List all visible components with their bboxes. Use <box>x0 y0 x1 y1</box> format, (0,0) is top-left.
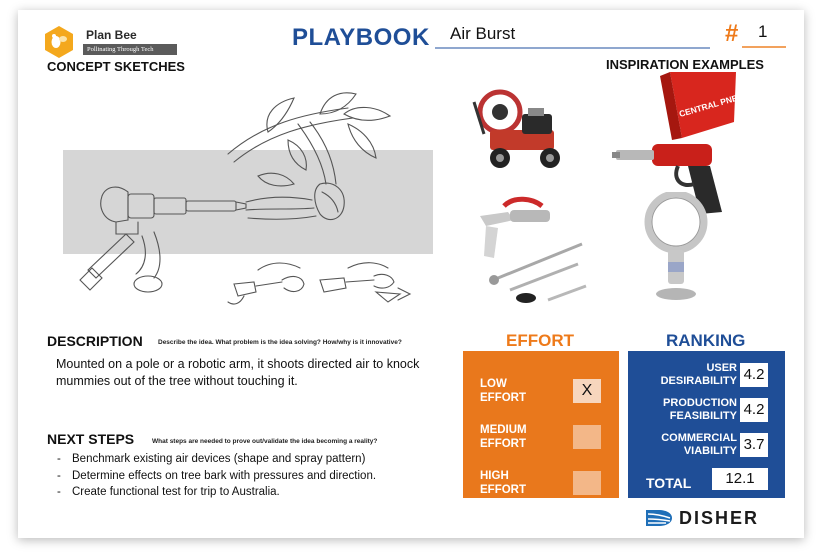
ranking-title: RANKING <box>666 331 746 350</box>
effort-low-label: LOW EFFORT <box>480 377 526 405</box>
description-heading: DESCRIPTION <box>47 333 143 349</box>
idea-name: Air Burst <box>450 24 516 43</box>
rank-production-label: PRODUCTION FEASIBILITY <box>663 397 737 423</box>
rank-production-value[interactable]: 4.2 <box>740 398 768 422</box>
effort-high-checkbox[interactable] <box>573 471 601 495</box>
rank-production-line2: FEASIBILITY <box>669 410 737 422</box>
effort-medium-checkbox[interactable] <box>573 425 601 449</box>
concept-sketch <box>63 92 433 305</box>
idea-number: 1 <box>758 22 768 41</box>
bee-hexagon-icon <box>45 26 73 58</box>
rank-user-line1: USER <box>706 362 737 374</box>
blow-gun-nozzles-image <box>480 196 587 303</box>
plan-bee-logo: Plan Bee Pollinating Through Tech <box>42 23 182 63</box>
effort-high-line2: EFFORT <box>480 484 526 496</box>
sandblast-gun-image: CENTRAL PNEUMATIC <box>612 72 742 214</box>
rank-commercial-line2: VIABILITY <box>683 445 737 457</box>
rank-user-line2: DESIRABILITY <box>660 375 737 387</box>
inspiration-examples-title: INSPIRATION EXAMPLES <box>606 57 764 72</box>
rank-commercial-line1: COMMERCIAL <box>661 432 737 444</box>
playbook-title: PLAYBOOK <box>292 24 430 51</box>
next-step-item: Create functional test for trip to Austr… <box>56 484 456 501</box>
logo-tagline: Pollinating Through Tech <box>83 44 177 55</box>
idea-number-underline <box>742 46 786 48</box>
description-body: Mounted on a pole or a robotic arm, it s… <box>56 357 420 388</box>
bladeless-fan-image <box>644 192 708 300</box>
next-step-item: Benchmark existing air devices (shape an… <box>56 451 456 468</box>
effort-panel: LOW EFFORT X MEDIUM EFFORT HIGH EFFORT <box>463 351 619 498</box>
effort-medium-label: MEDIUM EFFORT <box>480 423 527 451</box>
rank-commercial-value[interactable]: 3.7 <box>740 433 768 457</box>
disher-wordmark: DISHER <box>679 508 760 528</box>
effort-low-line1: LOW <box>480 378 507 390</box>
next-steps-list: Benchmark existing air devices (shape an… <box>56 451 456 501</box>
concept-sketches-title: CONCEPT SKETCHES <box>47 59 185 74</box>
rank-total-label: TOTAL <box>646 475 692 491</box>
rank-user-label: USER DESIRABILITY <box>661 362 737 388</box>
logo-name: Plan Bee <box>86 28 137 42</box>
effort-title: EFFORT <box>506 331 574 350</box>
rank-commercial-label: COMMERCIAL VIABILITY <box>661 432 737 458</box>
hash-symbol: # <box>725 20 739 47</box>
effort-medium-line2: EFFORT <box>480 438 526 450</box>
rank-total-value: 12.1 <box>712 468 768 490</box>
rank-user-value[interactable]: 4.2 <box>740 363 768 387</box>
disher-mark-icon <box>646 510 672 526</box>
hose-reel-sprayer-image <box>472 89 560 168</box>
next-steps-heading: NEXT STEPS <box>47 431 135 447</box>
playbook-card: Plan Bee Pollinating Through Tech CONCEP… <box>18 10 804 538</box>
effort-high-label: HIGH EFFORT <box>480 469 526 497</box>
description-hint: Describe the idea. What problem is the i… <box>158 339 402 346</box>
effort-medium-line1: MEDIUM <box>480 424 527 436</box>
effort-high-line1: HIGH <box>480 470 509 482</box>
rank-production-line1: PRODUCTION <box>663 397 737 409</box>
next-step-item: Determine effects on tree bark with pres… <box>56 468 456 485</box>
effort-low-line2: EFFORT <box>480 392 526 404</box>
ranking-panel: USER DESIRABILITY 4.2 PRODUCTION FEASIBI… <box>628 351 785 498</box>
disher-logo: DISHER <box>644 506 784 530</box>
effort-low-checkbox[interactable]: X <box>573 379 601 403</box>
idea-name-underline <box>435 47 710 49</box>
next-steps-hint: What steps are needed to prove out/valid… <box>152 438 378 445</box>
